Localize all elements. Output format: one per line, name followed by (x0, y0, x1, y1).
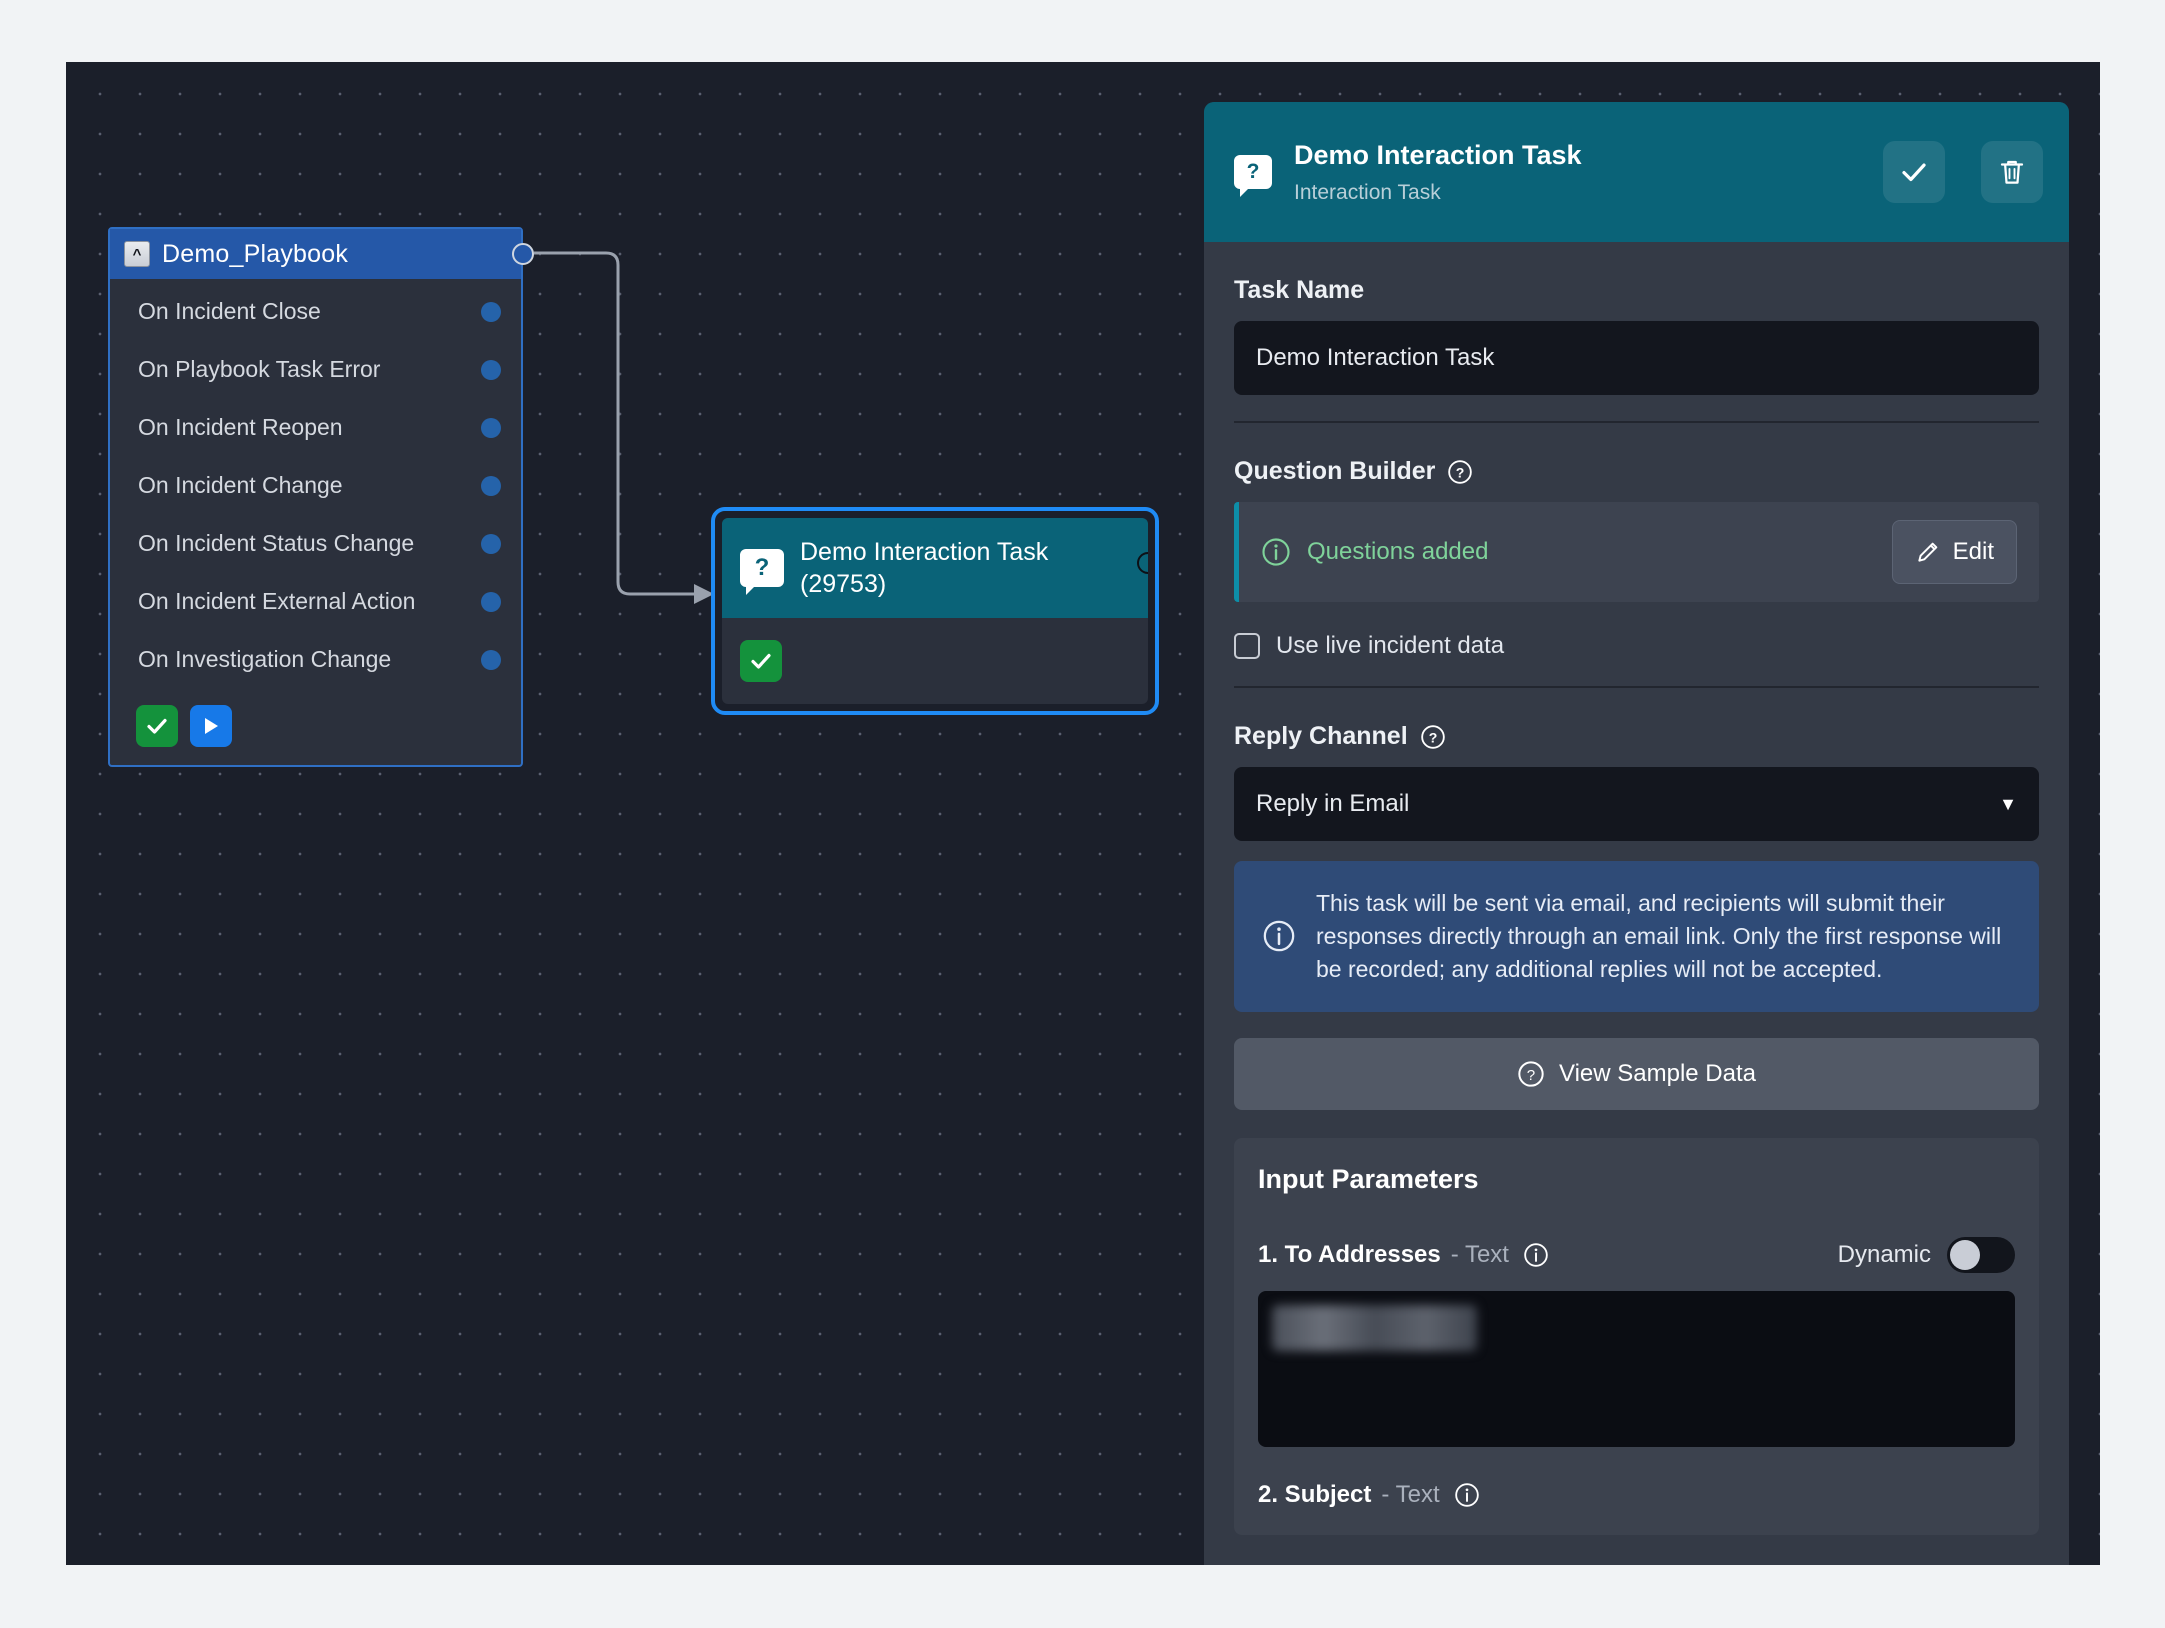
dynamic-toggle[interactable] (1947, 1236, 2015, 1273)
check-icon (751, 653, 771, 669)
playbook-node-header[interactable]: ^ Demo_Playbook (110, 229, 534, 279)
app-window: ^ Demo_Playbook On Incident Close On Pla… (66, 62, 2100, 1565)
list-item[interactable]: On Incident Reopen (110, 399, 521, 457)
to-addresses-input[interactable] (1258, 1290, 2015, 1447)
task-output-port[interactable] (1137, 552, 1148, 574)
parameter-type: - Text (1381, 1480, 1440, 1508)
task-details-panel: ? Demo Interaction Task Interaction Task (1204, 102, 2069, 1565)
list-item[interactable]: On Incident Close (110, 283, 521, 341)
trigger-label: On Incident Change (138, 472, 343, 499)
use-live-incident-data-checkbox[interactable] (1234, 633, 1260, 659)
divider (1234, 421, 2039, 423)
question-bubble-icon: ? (740, 549, 784, 595)
panel-subtitle: Interaction Task (1294, 180, 1441, 204)
task-node-title: Demo Interaction Task (29753) (800, 536, 1048, 601)
question-builder-title: Question Builder (1234, 457, 1436, 485)
info-circle-icon (1262, 538, 1290, 566)
divider (1234, 686, 2039, 688)
task-name-label: Task Name (1234, 276, 1365, 304)
task-check-button[interactable] (740, 640, 782, 682)
reply-channel-info-banner: This task will be sent via email, and re… (1234, 861, 2039, 1012)
trigger-port[interactable] (481, 360, 501, 380)
task-node-id: (29753) (800, 570, 887, 598)
parameter-row: 1. To Addresses - Text Dynamic (1258, 1236, 2015, 1273)
trigger-label: On Playbook Task Error (138, 356, 381, 383)
check-icon (147, 718, 167, 734)
chevron-down-icon[interactable]: ▼ (1999, 793, 2017, 814)
check-button[interactable] (136, 705, 178, 747)
interaction-task-node[interactable]: ? Demo Interaction Task (29753) (711, 507, 1159, 715)
trigger-port[interactable] (481, 302, 501, 322)
info-circle-icon[interactable] (1454, 1482, 1480, 1508)
task-node-header: ? Demo Interaction Task (29753) (722, 518, 1148, 618)
view-sample-data-label: View Sample Data (1559, 1059, 1756, 1087)
svg-text:?: ? (1527, 1066, 1535, 1083)
trigger-port[interactable] (481, 650, 501, 670)
info-circle-icon[interactable] (1523, 1242, 1549, 1268)
save-button[interactable] (1883, 141, 1945, 203)
run-button[interactable] (190, 705, 232, 747)
parameter-name: 1. To Addresses (1258, 1240, 1441, 1268)
list-item[interactable]: On Investigation Change (110, 631, 521, 689)
svg-text:?: ? (1428, 729, 1437, 745)
question-circle-icon[interactable]: ? (1447, 459, 1473, 485)
delete-button[interactable] (1981, 141, 2043, 203)
view-sample-data-button[interactable]: ? View Sample Data (1234, 1037, 2039, 1110)
redacted-email-chip (1272, 1304, 1477, 1351)
question-builder-status-text: Questions added (1307, 538, 1489, 565)
trigger-port[interactable] (481, 476, 501, 496)
reply-channel-select[interactable]: Reply in Email ▼ (1234, 767, 2039, 841)
pencil-icon (1917, 542, 1937, 562)
use-live-incident-data-row[interactable]: Use live incident data (1234, 632, 2039, 660)
list-item[interactable]: On Playbook Task Error (110, 341, 521, 399)
svg-text:?: ? (1456, 464, 1465, 480)
chevron-up-icon[interactable]: ^ (124, 241, 150, 267)
parameter-row: 2. Subject - Text (1258, 1481, 2015, 1535)
list-item[interactable]: On Incident Change (110, 457, 521, 515)
playbook-output-port[interactable] (512, 243, 534, 265)
question-builder-label: Question Builder ? (1234, 457, 2039, 486)
reply-channel-title: Reply Channel (1234, 722, 1408, 750)
playbook-node[interactable]: ^ Demo_Playbook On Incident Close On Pla… (108, 227, 534, 767)
trigger-port[interactable] (481, 418, 501, 438)
play-icon (205, 718, 218, 734)
edit-questions-button[interactable]: Edit (1891, 520, 2017, 584)
list-item[interactable]: On Incident External Action (110, 573, 521, 631)
parameter-type: - Text (1450, 1240, 1509, 1268)
task-name-input[interactable]: Demo Interaction Task (1234, 321, 2039, 395)
parameter-name: 2. Subject (1258, 1480, 1372, 1508)
trigger-port[interactable] (481, 534, 501, 554)
trigger-label: On Investigation Change (138, 646, 392, 673)
input-parameters-section: Input Parameters 1. To Addresses - Text … (1234, 1137, 2039, 1535)
input-parameters-title: Input Parameters (1258, 1163, 1479, 1194)
page-title: Demo Interaction Task (1294, 139, 1582, 170)
dynamic-toggle-label: Dynamic (1837, 1240, 1931, 1268)
trigger-label: On Incident External Action (138, 588, 416, 615)
edit-button-label: Edit (1952, 538, 1994, 565)
task-node-name: Demo Interaction Task (800, 537, 1049, 566)
question-builder-status: Questions added Edit (1234, 502, 2039, 602)
use-live-incident-data-label: Use live incident data (1276, 632, 1505, 659)
trigger-label: On Incident Status Change (138, 530, 415, 557)
reply-channel-label: Reply Channel ? (1234, 722, 2039, 751)
playbook-trigger-list: On Incident Close On Playbook Task Error… (110, 279, 521, 689)
reply-channel-info-text: This task will be sent via email, and re… (1316, 890, 2002, 982)
playbook-node-actions (110, 689, 521, 765)
list-item[interactable]: On Incident Status Change (110, 515, 521, 573)
trigger-label: On Incident Reopen (138, 414, 343, 441)
task-node-body (722, 618, 1148, 704)
trigger-port[interactable] (481, 592, 501, 612)
trash-icon (2000, 160, 2024, 184)
check-icon (1902, 163, 1926, 182)
reply-channel-value: Reply in Email (1256, 790, 1410, 817)
trigger-label: On Incident Close (138, 298, 321, 325)
playbook-node-title: Demo_Playbook (162, 239, 349, 268)
question-bubble-icon: ? (1234, 155, 1272, 197)
question-circle-icon: ? (1518, 1060, 1544, 1087)
info-circle-icon (1263, 921, 1295, 952)
panel-header: ? Demo Interaction Task Interaction Task (1204, 102, 2069, 242)
question-circle-icon[interactable]: ? (1420, 724, 1446, 750)
